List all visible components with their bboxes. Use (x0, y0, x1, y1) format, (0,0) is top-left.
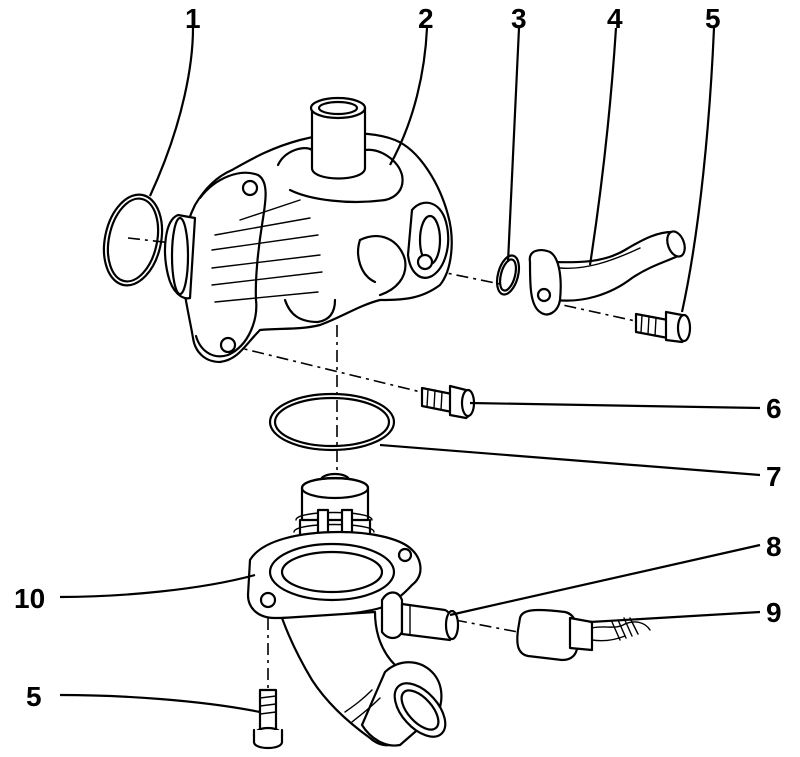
connector-plug (516, 608, 651, 662)
bolt-middle (420, 384, 476, 420)
callout-5-top: 5 (705, 3, 721, 34)
coolant-flange-housing (163, 96, 453, 364)
callout-2: 2 (418, 3, 434, 34)
callout-4: 4 (607, 3, 623, 34)
connecting-pipe (528, 230, 686, 316)
o-ring-large (268, 392, 396, 452)
thermostat-housing-lower (246, 530, 447, 747)
callout-labels: 1 2 3 4 5 6 7 8 9 10 5 (14, 3, 782, 712)
callout-6: 6 (766, 393, 782, 424)
callout-9: 9 (766, 597, 782, 628)
callout-1: 1 (185, 3, 201, 34)
callout-8: 8 (766, 531, 782, 562)
callout-3: 3 (511, 3, 527, 34)
temperature-sensor (400, 602, 460, 642)
callout-5-bottom: 5 (26, 681, 42, 712)
o-ring-small (495, 254, 521, 296)
callout-7: 7 (766, 461, 782, 492)
o-ring-left (102, 193, 164, 287)
bolt-top (634, 310, 692, 344)
leader-lines (59, 27, 761, 714)
callout-10: 10 (14, 583, 45, 614)
bolt-bottom (252, 688, 284, 750)
